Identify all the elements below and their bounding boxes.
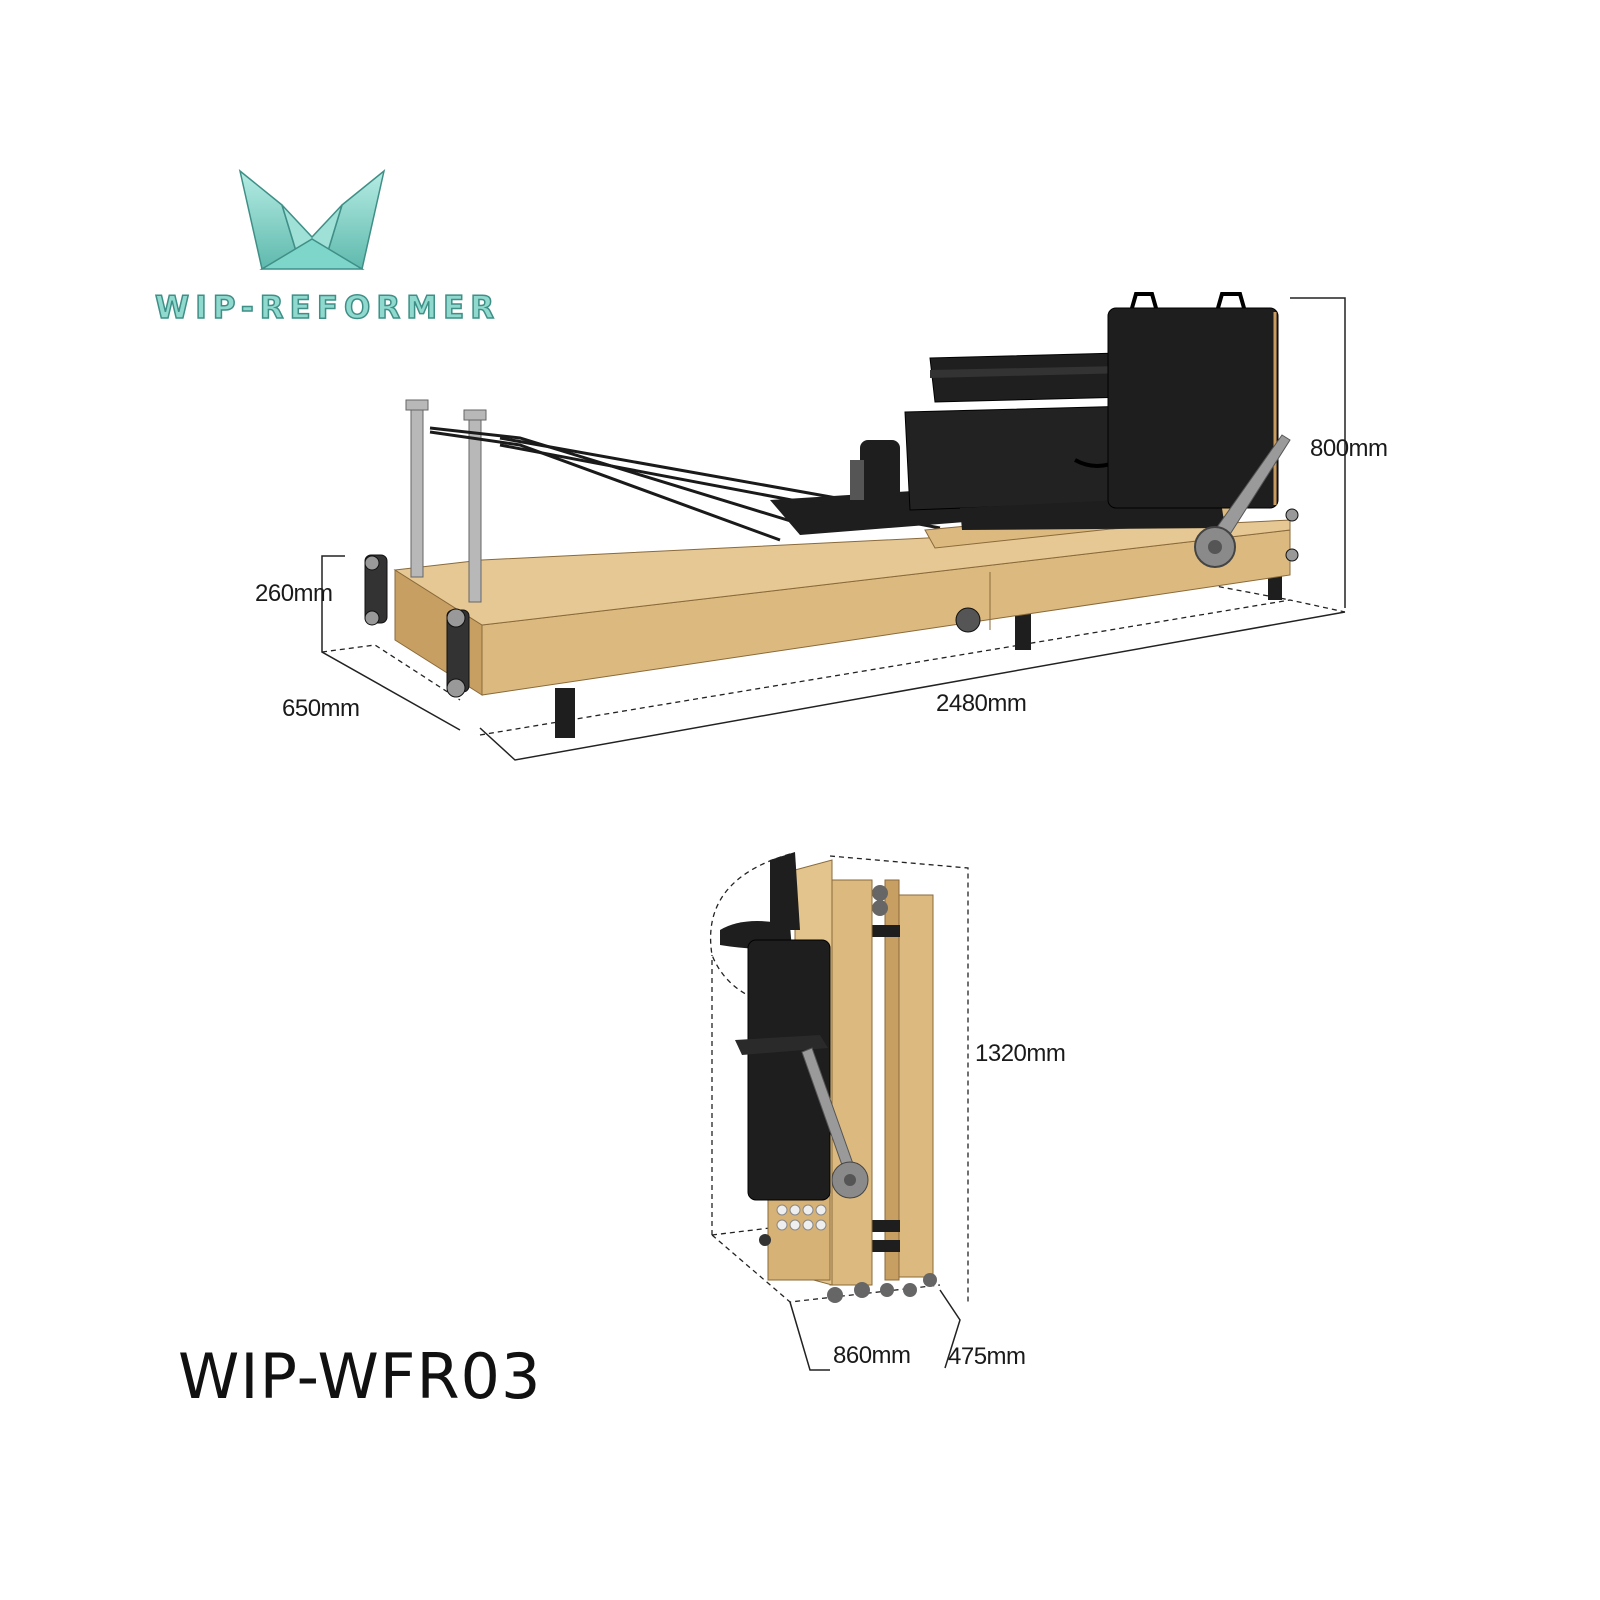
dim-width-label: 650mm (282, 695, 360, 722)
dim-folded-height-label: 1320mm (975, 1040, 1066, 1067)
dim-folded-depth-label: 860mm (833, 1342, 911, 1369)
wip-reformer-logo-icon (238, 169, 386, 271)
brand-name: WIP-REFORMER (154, 289, 501, 327)
dim-height-label: 800mm (1310, 435, 1388, 462)
model-number: WIP-WFR03 (178, 1340, 542, 1413)
dim-length-label: 2480mm (936, 690, 1027, 717)
dim-bed-height-label: 260mm (255, 580, 333, 607)
dim-folded-width-label: 475mm (948, 1343, 1026, 1370)
